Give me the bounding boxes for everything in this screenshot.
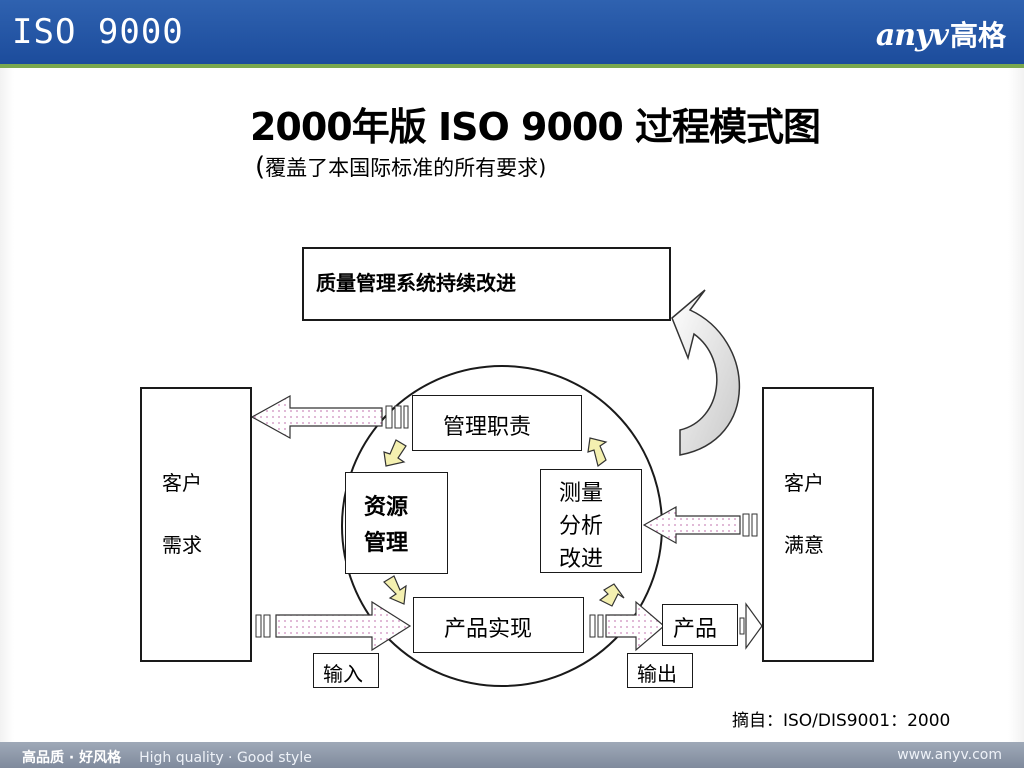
output-arrow <box>589 600 763 652</box>
customer-satisfaction-line2: 满意 <box>784 533 824 557</box>
arrow-to-customer-requirement <box>250 394 409 440</box>
resource-management-line2: 管理 <box>364 531 409 556</box>
slide-footer: 高品质 · 好风格 High quality · Good style www.a… <box>0 742 1024 768</box>
footer-slogan-en: High quality · Good style <box>139 750 312 766</box>
cycle-arrow-resource-to-realization <box>383 575 407 605</box>
arrow-from-customer-satisfaction <box>642 505 758 545</box>
input-label: 输入 <box>323 662 363 686</box>
management-responsibility-label: 管理职责 <box>443 415 532 440</box>
footer-website: www.anyv.com <box>897 747 1002 763</box>
slide-subtitle: (覆盖了本国际标准的所有要求) <box>255 152 546 182</box>
product-realization-box: 产品实现 <box>413 597 584 653</box>
measurement-line3: 改进 <box>559 547 604 572</box>
input-arrow <box>255 600 412 652</box>
customer-requirement-box: 客户 需求 <box>140 387 252 662</box>
subtitle-text: 覆盖了本国际标准的所有要求) <box>265 156 547 180</box>
product-realization-label: 产品实现 <box>444 617 533 642</box>
measurement-line2: 分析 <box>559 514 604 539</box>
header-title: ISO 9000 <box>12 12 184 52</box>
logo-cn: 高格 <box>949 19 1006 52</box>
cycle-arrow-mgmt-to-resource <box>383 439 407 467</box>
source-citation: 摘自：ISO/DIS9001：2000 <box>732 711 951 731</box>
footer-slogan-cn: 高品质 · 好风格 <box>22 750 122 766</box>
output-box: 输出 <box>627 653 693 688</box>
resource-management-line1: 资源 <box>364 495 409 520</box>
continual-improvement-box: 质量管理系统持续改进 <box>302 247 671 321</box>
customer-requirement-line1: 客户 <box>162 471 202 495</box>
continual-improvement-label: 质量管理系统持续改进 <box>316 271 516 295</box>
resource-management-box: 资源 管理 <box>345 472 448 574</box>
cycle-arrow-realization-to-measure <box>598 583 625 607</box>
cycle-arrow-measure-to-mgmt <box>587 437 608 468</box>
logo-mark: anyv <box>875 18 949 53</box>
subtitle-open-paren: ( <box>255 152 266 182</box>
customer-requirement-line2: 需求 <box>162 533 202 557</box>
measurement-analysis-box: 测量 分析 改进 <box>540 469 642 573</box>
slide-title: 2000年版 ISO 9000 过程模式图 <box>249 105 821 149</box>
footer-slogan: 高品质 · 好风格 High quality · Good style <box>22 747 312 767</box>
brand-logo: anyv高格 <box>876 14 1006 54</box>
continual-improvement-arrow <box>671 289 741 456</box>
header-stripe <box>0 64 1024 68</box>
customer-satisfaction-box: 客户 满意 <box>762 387 874 662</box>
slide-header: ISO 9000 anyv高格 <box>0 0 1024 64</box>
customer-satisfaction-line1: 客户 <box>784 471 824 495</box>
output-label: 输出 <box>637 662 677 686</box>
measurement-line1: 测量 <box>559 481 604 506</box>
management-responsibility-box: 管理职责 <box>412 395 582 451</box>
input-box: 输入 <box>313 653 379 688</box>
product-box: 产品 <box>662 604 738 646</box>
product-label: 产品 <box>673 617 718 642</box>
